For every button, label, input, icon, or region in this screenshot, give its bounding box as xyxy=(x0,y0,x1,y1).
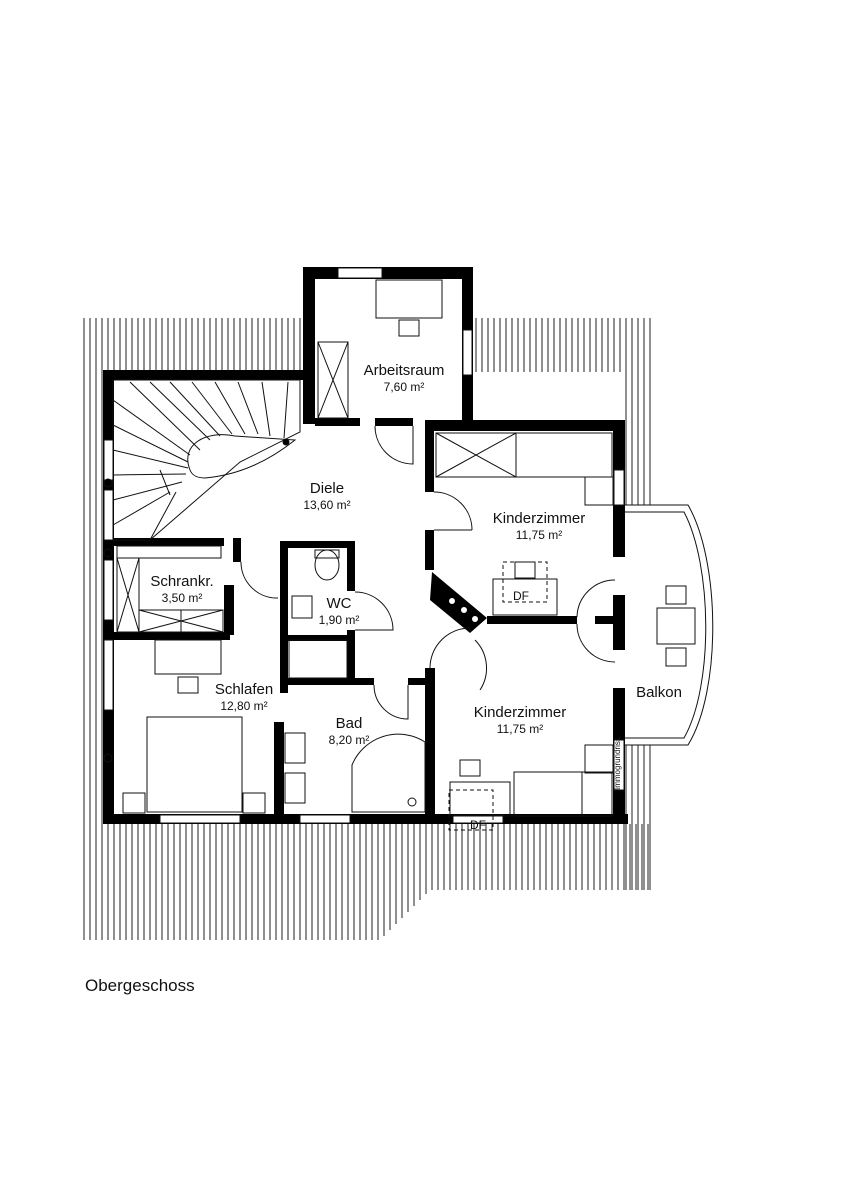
furniture xyxy=(116,279,714,831)
room-name-balkon: Balkon xyxy=(636,684,682,701)
room-area-diele: 13,60 m² xyxy=(303,498,350,512)
room-area-schrankraum: 3,50 m² xyxy=(162,591,203,605)
doors xyxy=(240,425,616,720)
room-area-arbeitsraum: 7,60 m² xyxy=(384,380,425,394)
watermark: Immogrundriss xyxy=(613,737,622,790)
room-area-schlafen: 12,80 m² xyxy=(220,699,267,713)
roof-hatching xyxy=(83,318,651,940)
room-area-kinderzimmer-bottom: 11,75 m² xyxy=(497,722,543,736)
room-area-wc: 1,90 m² xyxy=(319,613,360,627)
room-area-kinderzimmer-top: 11,75 m² xyxy=(516,528,562,542)
room-name-schrankraum: Schrankr. xyxy=(150,573,213,590)
room-area-bad: 8,20 m² xyxy=(329,733,370,747)
room-name-bad: Bad xyxy=(336,715,363,732)
column-dots xyxy=(449,598,478,622)
windows xyxy=(103,267,625,824)
room-labels: Arbeitsraum 7,60 m² Diele 13,60 m² Kinde… xyxy=(150,362,682,832)
floor-caption: Obergeschoss xyxy=(85,976,195,995)
room-name-arbeitsraum: Arbeitsraum xyxy=(364,362,445,379)
room-name-wc: WC xyxy=(327,595,352,612)
room-name-schlafen: Schlafen xyxy=(215,681,273,698)
room-name-kinderzimmer-bottom: Kinderzimmer xyxy=(474,704,567,721)
room-name-diele: Diele xyxy=(310,480,344,497)
df-label-bottom: DF xyxy=(470,818,486,832)
room-name-kinderzimmer-top: Kinderzimmer xyxy=(493,510,586,527)
df-label-top: DF xyxy=(513,589,529,603)
staircase xyxy=(112,379,301,541)
